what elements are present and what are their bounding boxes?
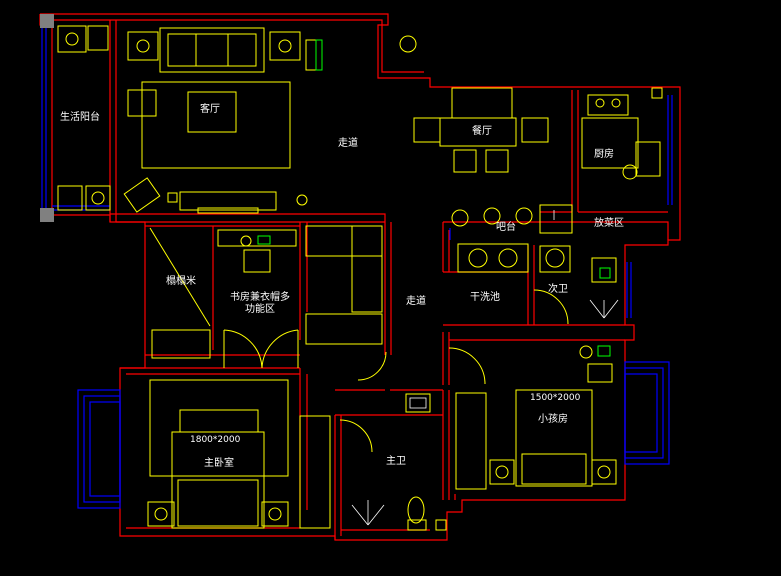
master-bed-size: 1800*2000 [190,435,241,445]
room-label-kids-room: 小孩房 [538,414,568,425]
room-label-utility-balcony: 生活阳台 [60,112,100,123]
outer-walls [39,13,681,541]
room-label-second-bath: 次卫 [548,284,568,295]
furniture [57,25,663,531]
room-label-kitchen: 厨房 [594,149,614,160]
structural-columns [40,14,54,222]
room-label-dining-room: 餐厅 [472,126,492,137]
room-label-storage-zone: 放菜区 [594,218,624,229]
room-label-tatami: 榻榻米 [166,276,196,287]
room-label-main-bath: 主卫 [386,456,406,467]
room-label-corridor-mid: 走道 [406,296,426,307]
room-label-study: 书房兼衣帽多功能区 [230,292,290,315]
fixtures [257,39,611,357]
room-label-dry-sink: 干洗池 [470,292,500,303]
annotation-details [351,210,619,526]
kids-bed-size: 1500*2000 [530,393,581,403]
room-label-living-room: 客厅 [200,104,220,115]
room-label-master-bedroom: 主卧室 [204,458,234,469]
room-label-corridor-top: 走道 [338,138,358,149]
room-label-bar-counter: 吧台 [496,222,516,233]
windows [41,25,673,509]
